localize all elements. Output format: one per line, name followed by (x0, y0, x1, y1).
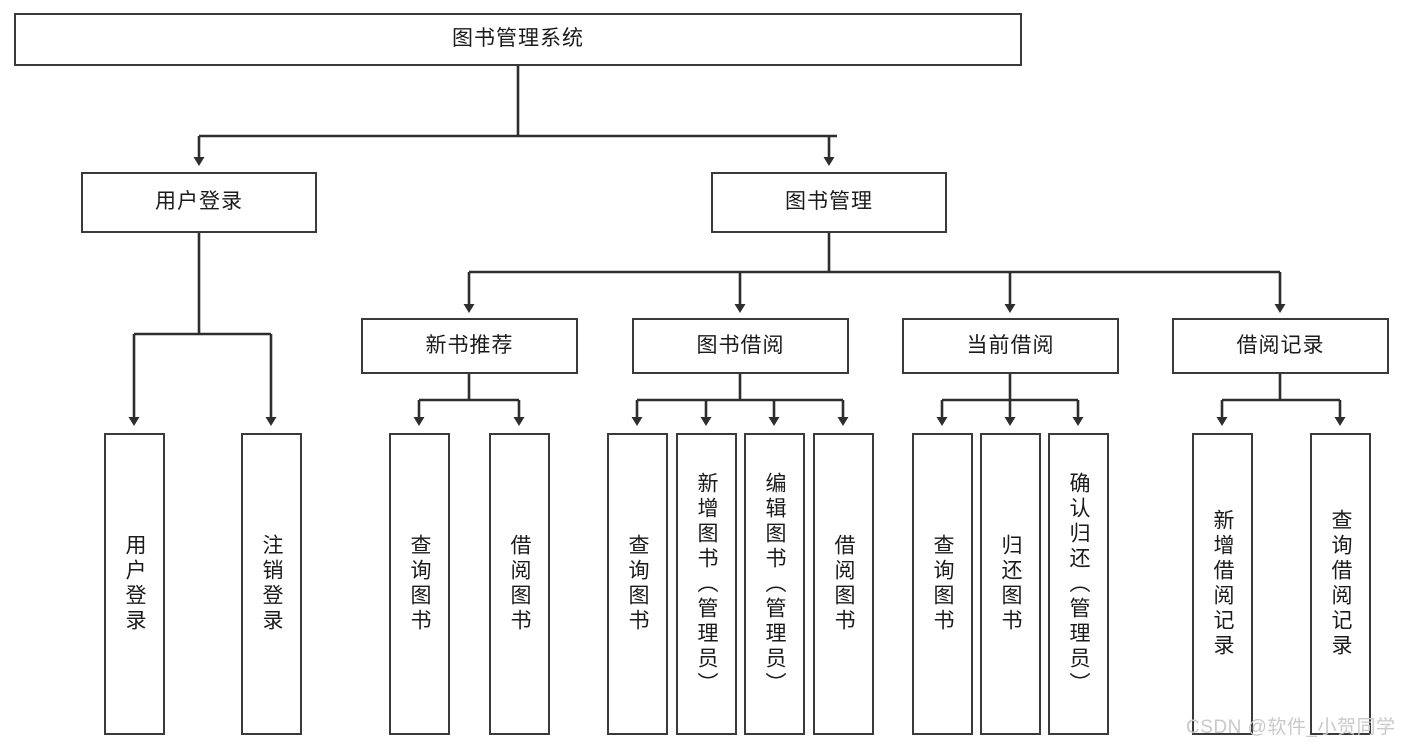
node-label: 图书管理系统 (452, 27, 584, 51)
node-label: 新增图书（管理员） (695, 471, 718, 697)
node-label: 确认归还（管理员） (1067, 471, 1090, 697)
csdn-watermark: CSDN @软件_小贺同学 (1186, 717, 1396, 738)
node-root-system[interactable]: 图书管理系统 (14, 13, 1022, 66)
node-leaf-query-book-2[interactable]: 查询图书 (607, 433, 668, 735)
node-book-borrow[interactable]: 图书借阅 (632, 318, 849, 374)
node-label: 新书推荐 (425, 333, 514, 357)
node-label: 新增借阅记录 (1211, 509, 1234, 659)
node-label: 查询图书 (626, 534, 649, 634)
node-leaf-query-book-3[interactable]: 查询图书 (912, 433, 973, 735)
node-leaf-query-record[interactable]: 查询借阅记录 (1310, 433, 1371, 735)
node-label: 查询图书 (408, 534, 431, 634)
node-label: 图书管理 (785, 190, 873, 214)
node-label: 注销登录 (260, 534, 283, 634)
node-label: 图书借阅 (696, 333, 785, 357)
node-label: 查询借阅记录 (1329, 509, 1352, 659)
node-leaf-confirm-return[interactable]: 确认归还（管理员） (1048, 433, 1109, 735)
node-borrow-record[interactable]: 借阅记录 (1172, 318, 1389, 374)
node-leaf-return-book[interactable]: 归还图书 (980, 433, 1041, 735)
node-label: 查询图书 (931, 534, 954, 634)
node-leaf-query-book-1[interactable]: 查询图书 (389, 433, 450, 735)
node-label: 编辑图书（管理员） (763, 471, 786, 697)
node-leaf-user-login[interactable]: 用户登录 (104, 433, 165, 735)
node-user-login[interactable]: 用户登录 (81, 172, 317, 233)
node-label: 借阅图书 (508, 534, 531, 634)
node-new-book-recommend[interactable]: 新书推荐 (361, 318, 578, 374)
node-current-borrow[interactable]: 当前借阅 (902, 318, 1119, 374)
node-leaf-add-book[interactable]: 新增图书（管理员） (676, 433, 737, 735)
node-label: 借阅图书 (832, 534, 855, 634)
node-label: 用户登录 (123, 534, 146, 634)
node-leaf-edit-book[interactable]: 编辑图书（管理员） (744, 433, 805, 735)
node-leaf-borrow-book-2[interactable]: 借阅图书 (813, 433, 874, 735)
node-book-manage[interactable]: 图书管理 (711, 172, 947, 233)
node-label: 借阅记录 (1236, 333, 1325, 357)
node-label: 归还图书 (999, 534, 1022, 634)
node-leaf-logout-login[interactable]: 注销登录 (241, 433, 302, 735)
node-leaf-borrow-book-1[interactable]: 借阅图书 (489, 433, 550, 735)
node-label: 用户登录 (155, 190, 243, 214)
node-label: 当前借阅 (966, 333, 1055, 357)
node-leaf-add-record[interactable]: 新增借阅记录 (1192, 433, 1253, 735)
